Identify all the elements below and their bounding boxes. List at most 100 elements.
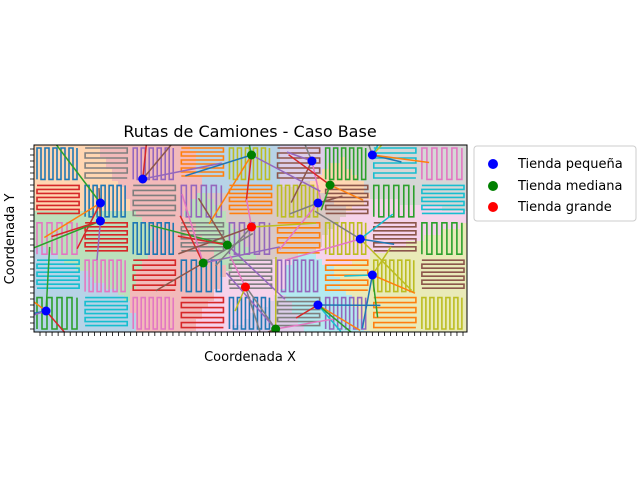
zone-cell [436,205,442,211]
zone-cell [136,271,142,277]
route-ray [371,145,379,156]
zone-cell [124,217,130,223]
zone-cell [208,313,214,319]
zone-cell [352,229,358,235]
zone-cell [430,193,436,199]
route-ray [34,310,47,315]
zone-cell [262,259,268,265]
zone-cell [172,319,178,325]
zone-cell [196,271,202,277]
zone-cell [142,253,148,259]
zone-cell [94,163,100,169]
zone-cell [256,289,262,295]
zone-cell [154,259,160,265]
zone-cell [202,313,208,319]
store-point [367,150,377,160]
zone-cell [160,223,166,229]
zone-cell [100,259,106,265]
zone-cell [172,163,178,169]
zone-cell [298,169,304,175]
zone-cell [436,181,442,187]
zone-cell [370,217,376,223]
zone-cell [160,211,166,217]
zone-cell [88,241,94,247]
zone-cell [430,301,436,307]
zone-cell [40,253,46,259]
route-ray [251,154,321,192]
zone-cell [238,271,244,277]
zone-cell [280,271,286,277]
zone-cell [190,151,196,157]
zone-cell [238,223,244,229]
zone-cell [400,253,406,259]
zone-cell [352,253,358,259]
zone-cell [340,217,346,223]
zone-cell [328,307,334,313]
zone-cell [418,187,424,193]
zone-cell [304,301,310,307]
zone-cell [160,145,166,151]
zone-cell [286,241,292,247]
route-ray [317,304,361,332]
y-axis-label: Coordenada Y [3,194,18,285]
zone-cell [256,301,262,307]
zone-cell [160,163,166,169]
route-zigzag [228,222,271,255]
zone-cell [268,313,274,319]
zone-cell [106,241,112,247]
zone-cell [322,211,328,217]
zone-cell [238,259,244,265]
zone-cell [280,259,286,265]
zone-cell [64,259,70,265]
zone-cell [340,313,346,319]
zone-cell [148,259,154,265]
zone-cell [310,223,316,229]
zone-cell [112,253,118,259]
zone-cell [256,151,262,157]
zone-cell [184,307,190,313]
zone-cell [388,229,394,235]
zone-cell [196,307,202,313]
zone-cell [238,247,244,253]
zone-cell [298,163,304,169]
zone-cell [190,181,196,187]
zone-cell [256,163,262,169]
zone-cell [454,181,460,187]
route-zigzag [324,147,367,181]
zone-cell [88,253,94,259]
zone-cell [118,325,124,331]
zone-cell [202,211,208,217]
zone-cell [364,157,370,163]
store-point [138,174,148,184]
zone-cell [46,319,52,325]
zone-cell [112,313,118,319]
zone-cell [190,199,196,205]
zone-cell [166,271,172,277]
zone-cell [70,295,76,301]
zone-cell [136,289,142,295]
zone-cell [328,193,334,199]
zone-cell [94,181,100,187]
zone-cell [196,229,202,235]
zone-cell [298,217,304,223]
zone-cell [52,151,58,157]
zone-cell [148,247,154,253]
zone-cell [262,253,268,259]
zone-cell [70,289,76,295]
zone-cell [154,199,160,205]
zone-cell [262,193,268,199]
route-ray [51,220,101,238]
zone-cell [268,229,274,235]
zone-cell [430,229,436,235]
zone-cell [202,217,208,223]
zone-cell [328,229,334,235]
zone-cell [316,205,322,211]
zone-cell [340,169,346,175]
zone-cell [268,325,274,331]
zone-cell [376,313,382,319]
zone-cell [220,313,226,319]
zone-cell [358,271,364,277]
zone-cell [70,181,76,187]
legend-box [473,145,637,222]
zone-cell [430,313,436,319]
